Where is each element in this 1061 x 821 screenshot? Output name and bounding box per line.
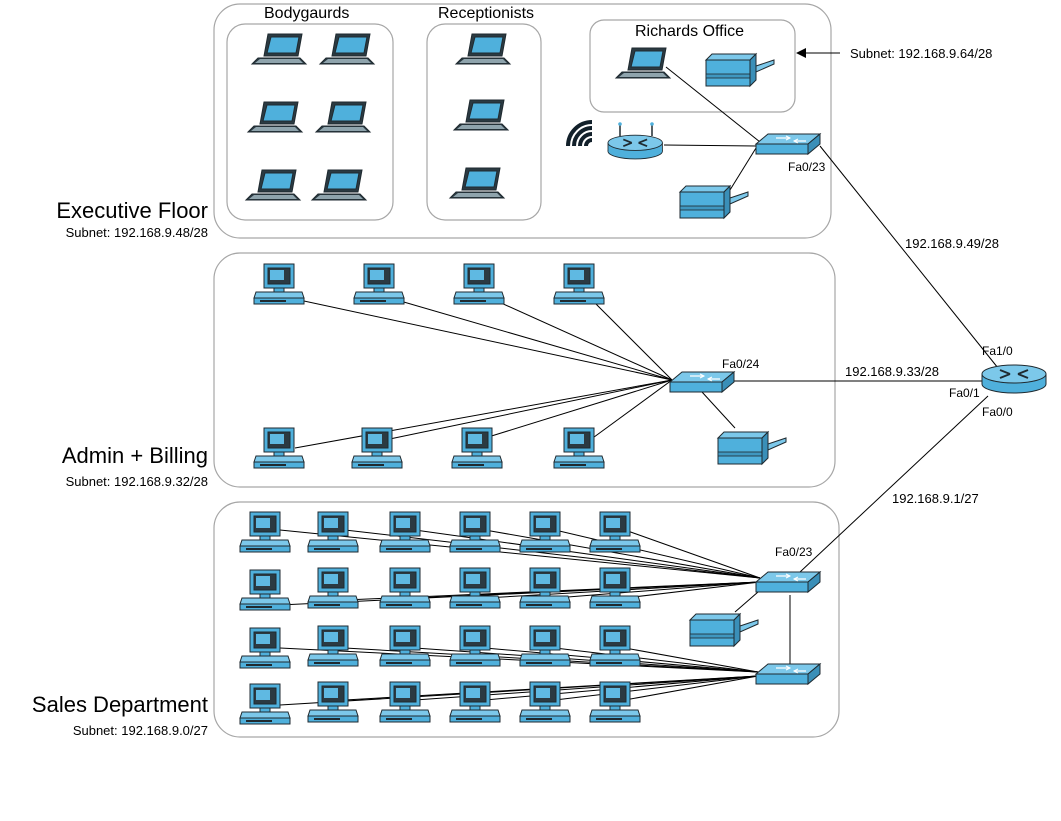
admin-link-ip-label: 192.168.9.33/28 (845, 364, 939, 379)
sales-link-ip-label: 192.168.9.1/27 (892, 491, 979, 506)
sales-department-zone (213, 501, 840, 738)
network-switch-icon (755, 133, 821, 155)
router-port-sales-label: Fa0/0 (982, 405, 1013, 419)
executive-floor-title: Executive Floor (56, 198, 208, 223)
bodyguards-group (226, 23, 394, 221)
richards-office-label: Richards Office (635, 23, 744, 40)
receptionists-label: Receptionists (438, 5, 534, 22)
router-port-exec-label: Fa1/0 (982, 344, 1013, 358)
network-switch-icon (755, 571, 821, 593)
sales-department-subnet: Subnet: 192.168.9.0/27 (73, 723, 208, 738)
admin-billing-title: Admin + Billing (62, 443, 208, 468)
exec-link-ip-label: 192.168.9.49/28 (905, 236, 999, 251)
subnet-callout-arrow (796, 48, 840, 58)
richards-office-group (589, 19, 796, 113)
network-switch-icon (669, 371, 735, 393)
exec-switch-port-label: Fa0/23 (788, 160, 826, 174)
admin-switch-port-label: Fa0/24 (722, 357, 760, 371)
wireless-router-icon (607, 122, 664, 160)
router-port-admin-label: Fa0/1 (949, 386, 980, 400)
richards-subnet-label: Subnet: 192.168.9.64/28 (850, 46, 992, 61)
bodyguards-label: Bodygaurds (264, 5, 349, 22)
executive-links (663, 66, 999, 369)
network-switch-icon (755, 663, 821, 685)
router-icon (981, 364, 1047, 394)
admin-links (289, 297, 983, 449)
executive-floor-subnet: Subnet: 192.168.9.48/28 (66, 225, 208, 240)
sales-switch-port-label: Fa0/23 (775, 545, 813, 559)
sales-department-title: Sales Department (32, 692, 208, 717)
admin-billing-subnet: Subnet: 192.168.9.32/28 (66, 474, 208, 489)
wifi-signal-icon (566, 120, 593, 147)
